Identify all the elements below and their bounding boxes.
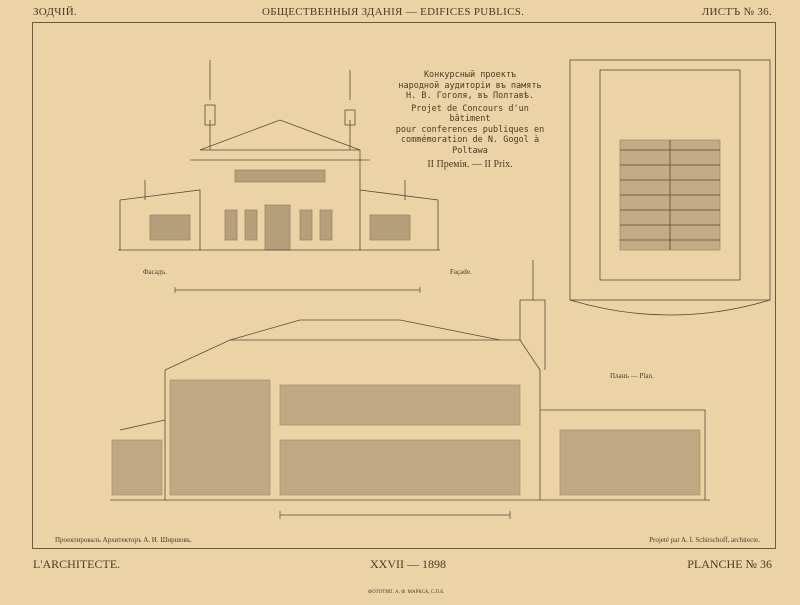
section-drawing	[110, 260, 710, 501]
caption-ru-2: народной аудиторіи въ память	[398, 80, 542, 91]
footer-volume: XXVII — 1898	[370, 557, 446, 571]
caption-ru-1: Конкурсный проектъ	[423, 70, 517, 80]
caption-fr-3: commémoration de N. Gogol à Poltawa	[400, 135, 540, 156]
facade-drawing	[118, 60, 440, 251]
plan-drawing	[569, 59, 771, 316]
caption-ru-3: Н. В. Гоголя, въ Полтавѣ.	[406, 91, 534, 101]
caption-fr-2: pour conferences publiques en	[395, 124, 545, 135]
footer-journal: L'ARCHITECTE.	[33, 557, 121, 571]
label-facade-ru: Фасадъ.	[143, 268, 167, 276]
label-plan: Планъ — Plan.	[610, 372, 654, 380]
caption-fr-1: Projet de Concours d'un bâtiment	[411, 103, 529, 125]
credit-ru: Проектировалъ Архитекторъ А. И. Ширшовъ.	[55, 536, 193, 544]
title-caption: Конкурсный проектъ народной аудиторіи въ…	[395, 70, 545, 171]
label-facade-fr: Façade.	[450, 268, 472, 276]
header-journal: ЗОДЧІЙ.	[33, 6, 78, 18]
caption-prize: II Премія. — II Prix.	[427, 159, 513, 170]
plate-frame	[32, 22, 776, 549]
printer-imprint: ФОТОТИП. А. Ф. МАРКСА, С.П.Б.	[368, 590, 445, 595]
scale-bars	[174, 287, 511, 519]
credit-fr: Projeté par A. I. Schirschoff, architect…	[649, 536, 760, 544]
header-title: ОБЩЕСТВЕННЫЯ ЗДАНІЯ — EDIFICES PUBLICS.	[262, 6, 525, 18]
footer-plate: PLANCHE № 36	[687, 557, 772, 571]
header-sheet: ЛИСТЪ № 36.	[701, 6, 772, 18]
